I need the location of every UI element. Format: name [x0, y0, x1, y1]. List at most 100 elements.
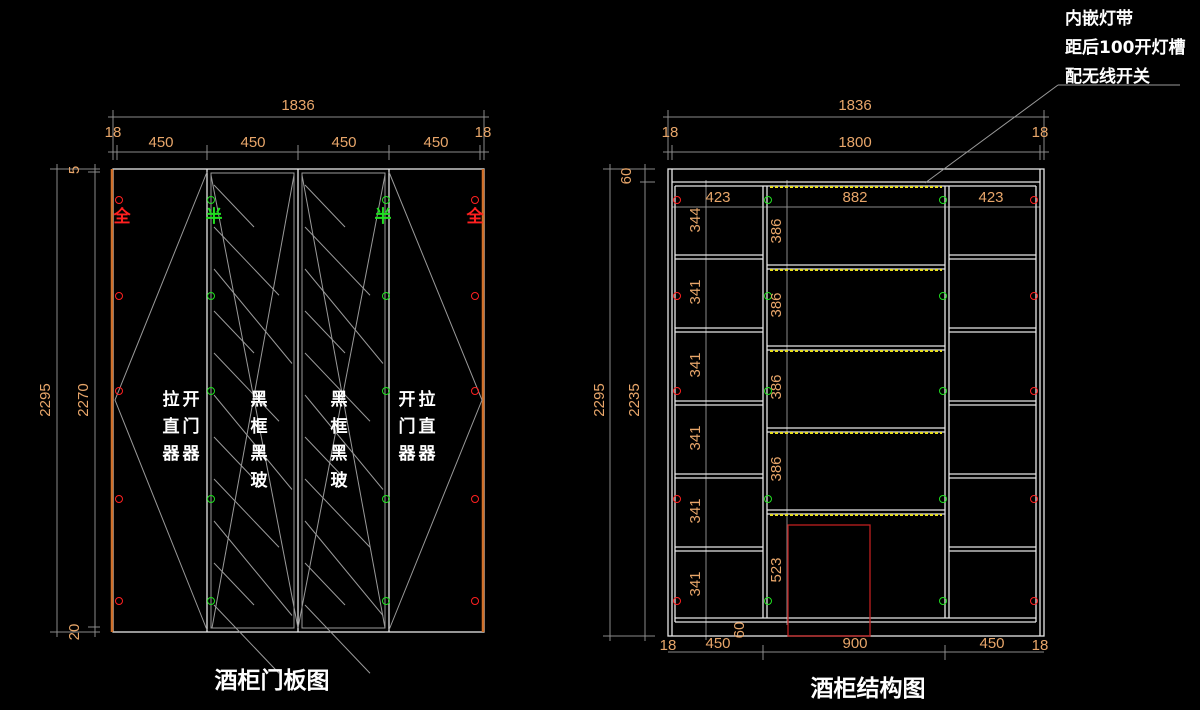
dim-bottom-width: 450 — [705, 635, 730, 652]
left-shelf-dims: 344 341 341 341 341 341 — [687, 207, 704, 596]
hinge-circle-icon — [764, 495, 772, 503]
dim-shelf-height: 386 — [768, 456, 785, 481]
dim-bottom-width: 18 — [660, 637, 677, 654]
left-door-label: 拉 直 器 开 门 器 — [162, 389, 201, 464]
dim-shelf-height: 341 — [687, 279, 704, 304]
glass-hatch — [213, 184, 384, 674]
hatch-line — [213, 604, 280, 674]
structure-drawing: 1836 1800 18 18 60 2295 2235 423 882 423… — [591, 8, 1186, 702]
hinge-circle-icon — [673, 495, 681, 503]
dim-shelf-height: 344 — [687, 207, 704, 232]
hinge-circle-icon — [471, 196, 479, 204]
door-char: 黑 — [251, 390, 268, 410]
hatch-line — [213, 184, 255, 228]
dim-side-right: 18 — [1032, 124, 1049, 141]
door-char: 开 — [399, 390, 416, 410]
hinge-circle-icon — [764, 292, 772, 300]
door-char: 器 — [162, 444, 181, 464]
dim-bottom-gap: 20 — [66, 624, 83, 641]
hinge-circle-icon — [115, 196, 123, 204]
hinge-circle-icon — [207, 292, 215, 300]
structure-dimensions — [603, 110, 1049, 660]
hinge-circle-icon — [939, 292, 947, 300]
hatch-line — [304, 520, 384, 616]
hatch-line — [213, 352, 280, 422]
hinge-circle-icon — [939, 387, 947, 395]
door-char: 开 — [183, 390, 200, 410]
hinge-circle-icon — [1030, 387, 1038, 395]
hinge-circle-icon — [382, 292, 390, 300]
structure-hinge-markers — [673, 196, 1038, 605]
dim-compartment-width: 423 — [978, 189, 1003, 206]
hatch-line — [304, 478, 371, 548]
hatch-line — [304, 436, 346, 480]
opening-outline — [787, 524, 871, 637]
hinge-circle-icon — [382, 597, 390, 605]
hinge-circle-icon — [471, 387, 479, 395]
hatch-line — [213, 310, 255, 354]
structure-drawing-title: 酒柜结构图 — [811, 675, 926, 702]
hatch-line — [213, 268, 293, 364]
hinge-circle-icon — [673, 292, 681, 300]
hinge-circle-icon — [1030, 495, 1038, 503]
door-char: 黑 — [331, 390, 348, 410]
dim-door-width: 450 — [331, 134, 356, 151]
dim-shelf-height: 341 — [687, 571, 704, 596]
hinge-circle-icon — [471, 292, 479, 300]
dim-shelf-height: 341 — [687, 498, 704, 523]
dim-total-height: 2295 — [591, 383, 608, 416]
note-line: 距后100开灯槽 — [1065, 37, 1186, 58]
door-frame — [110, 168, 485, 633]
hatch-line — [304, 310, 346, 354]
hinge-circle-icon — [207, 495, 215, 503]
hinge-circle-icon — [115, 495, 123, 503]
hatch-line — [213, 436, 255, 480]
door-char: 黑 — [251, 444, 268, 464]
hinge-circle-icon — [939, 597, 947, 605]
shelves — [675, 186, 1036, 552]
hinge-circle-icon — [207, 196, 215, 204]
dim-top-height: 60 — [618, 168, 635, 185]
dim-inner-width: 1800 — [838, 134, 871, 151]
middle-shelf-dims: 386 386 386 386 523 — [768, 218, 785, 582]
hatch-line — [304, 604, 371, 674]
door-char: 直 — [419, 416, 436, 437]
dim-bottom-width: 18 — [1032, 637, 1049, 654]
dim-total-width: 1836 — [838, 97, 871, 114]
door-char: 玻 — [251, 470, 269, 491]
hatch-line — [213, 226, 280, 296]
door-char: 直 — [163, 416, 180, 437]
hatch-line — [304, 562, 346, 606]
door-drawing-title: 酒柜门板图 — [215, 667, 330, 694]
door-char: 框 — [331, 416, 348, 437]
hinge-circle-icon — [764, 387, 772, 395]
dim-door-width: 450 — [148, 134, 173, 151]
note-line: 配无线开关 — [1065, 66, 1150, 87]
dim-shelf-height: 341 — [687, 352, 704, 377]
dim-side-right: 18 — [475, 124, 492, 141]
door-char: 拉 — [419, 389, 436, 410]
hinge-circle-icon — [673, 196, 681, 204]
full-hinge-label: 全 — [113, 206, 132, 227]
hatch-line — [213, 520, 293, 616]
hinge-circle-icon — [382, 387, 390, 395]
hinge-circle-icon — [207, 597, 215, 605]
door-panel-drawing: 1836 18 18 450 450 450 450 5 20 2295 227… — [37, 97, 491, 694]
door-char: 黑 — [331, 444, 348, 464]
hinge-circle-icon — [382, 196, 390, 204]
dim-total-width: 1836 — [281, 97, 314, 114]
door-char: 器 — [182, 444, 201, 464]
dim-shelf-height: 386 — [768, 374, 785, 399]
hinge-circle-icon — [939, 495, 947, 503]
door-char: 框 — [251, 416, 268, 437]
dim-side-left: 18 — [662, 124, 679, 141]
dim-shelf-height: 386 — [768, 218, 785, 243]
dim-base-height: 60 — [731, 622, 748, 639]
dim-compartment-width: 882 — [842, 189, 867, 206]
hatch-line — [213, 562, 255, 606]
hatch-line — [213, 478, 280, 548]
dim-side-left: 18 — [105, 124, 122, 141]
half-hinge-label: 半 — [375, 206, 392, 227]
dim-top-gap: 5 — [66, 166, 83, 174]
